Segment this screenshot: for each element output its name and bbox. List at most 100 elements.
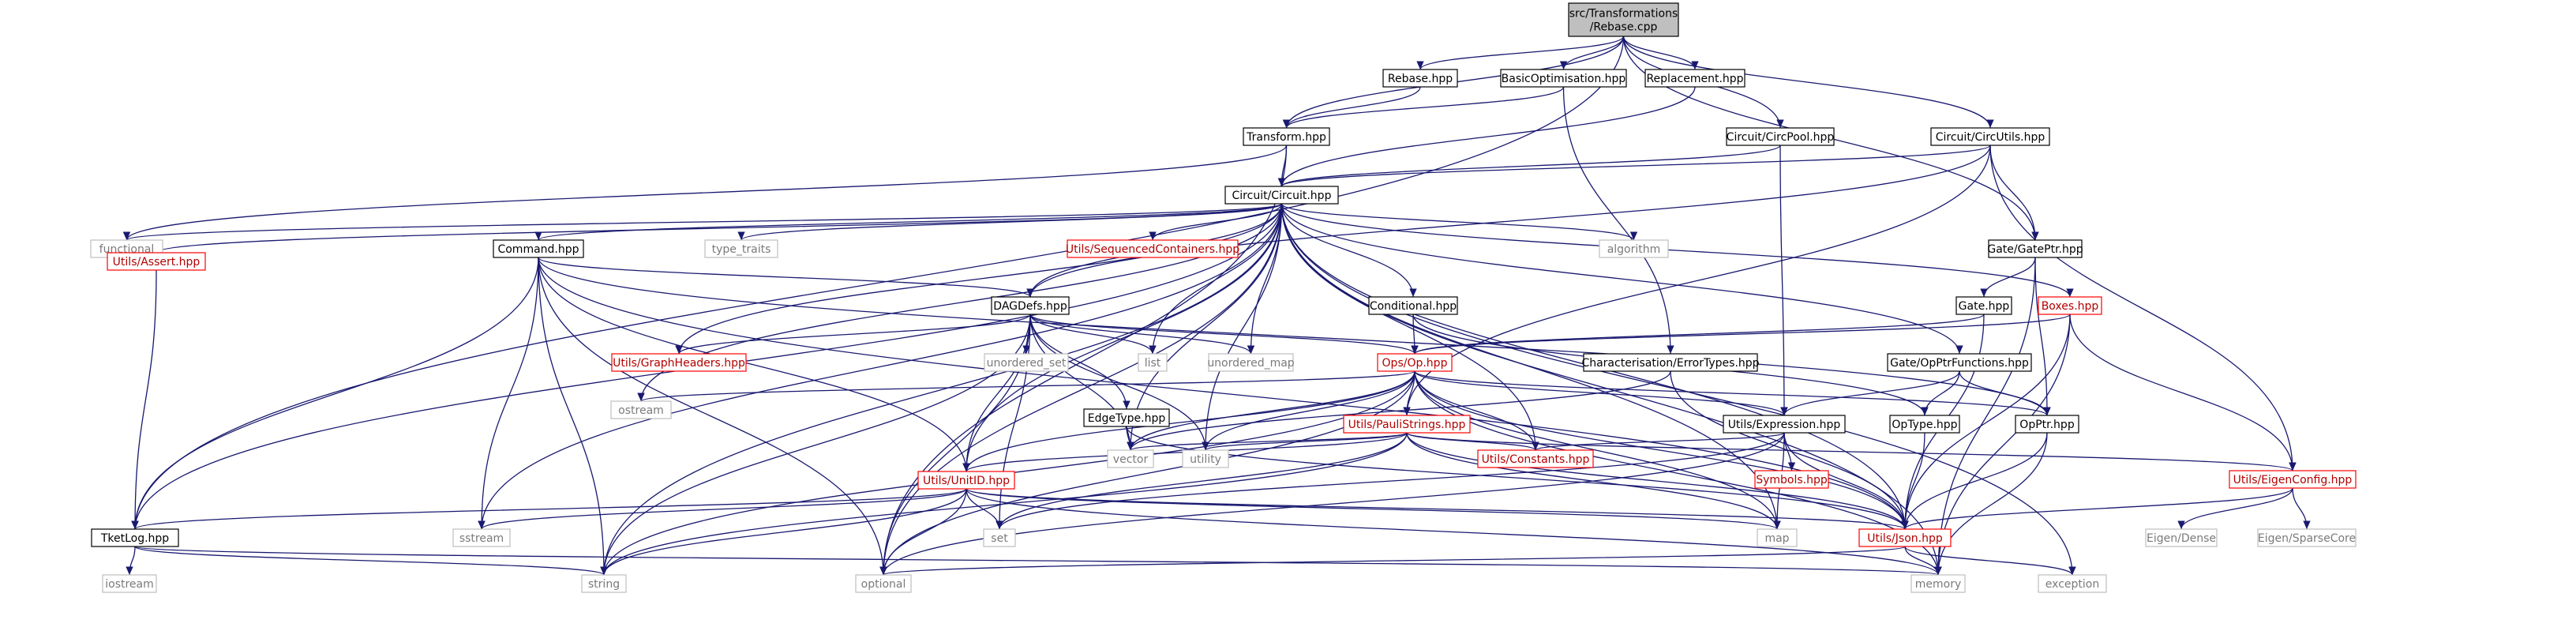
node-box <box>1889 415 1960 434</box>
node-circpool[interactable]: Circuit/CircPool.hpp <box>1726 127 1835 146</box>
node-root[interactable]: src/Transformations/Rebase.cpp <box>1568 2 1679 37</box>
edge-ops-to-json <box>1414 370 1909 530</box>
node-circuit[interactable]: Circuit/Circuit.hpp <box>1224 186 1339 205</box>
node-label: BasicOptimisation.hpp <box>1502 73 1626 85</box>
node-gateptr[interactable]: Gate/GatePtr.hpp <box>1987 239 2083 258</box>
node-unitid[interactable]: Utils/UnitID.hpp <box>917 471 1015 490</box>
node-opptrfunc[interactable]: Gate/OpPtrFunctions.hpp <box>1887 353 2032 372</box>
node-label: exception <box>2045 578 2099 591</box>
node-replacement[interactable]: Replacement.hpp <box>1644 69 1745 88</box>
node-label: Gate.hpp <box>1959 300 2010 313</box>
edge-paulistrings-to-set <box>996 432 1408 530</box>
node-assert[interactable]: Utils/Assert.hpp <box>107 252 206 271</box>
edge-dagdefs-to-graphheaders <box>675 314 1031 355</box>
node-expression[interactable]: Utils/Expression.hpp <box>1723 415 1846 434</box>
node-edgetype[interactable]: EdgeType.hpp <box>1083 408 1170 427</box>
node-paulistrings[interactable]: Utils/PauliStrings.hpp <box>1343 415 1471 434</box>
node-conditional[interactable]: Conditional.hpp <box>1368 296 1458 315</box>
edge-opptr-to-json <box>1901 432 2048 530</box>
edge-circuit-to-memory <box>1281 203 1942 576</box>
node-label: Utils/PauliStrings.hpp <box>1348 419 1466 431</box>
edge-circutils-to-dagdefs <box>1026 145 1991 298</box>
edge-json-to-memory <box>1904 546 1942 576</box>
edge-basicopt-to-transform <box>1282 86 1565 129</box>
node-iostream: iostream <box>102 574 157 593</box>
node-boxes[interactable]: Boxes.hpp <box>2038 296 2102 315</box>
node-label: Ops/Op.hpp <box>1382 357 1448 370</box>
node-box <box>91 528 179 547</box>
edge-ops-to-opptr <box>1414 370 2051 416</box>
edge-tketlog-to-memory <box>134 546 1941 576</box>
node-opptr[interactable]: OpPtr.hpp <box>2015 415 2079 434</box>
node-box <box>1988 239 2083 258</box>
node-label: OpPtr.hpp <box>2019 419 2075 431</box>
node-basicopt[interactable]: BasicOptimisation.hpp <box>1500 69 1627 88</box>
node-box <box>493 239 584 258</box>
node-eigen_sparse: Eigen/SparseCore <box>2257 528 2357 547</box>
node-list: list <box>1138 353 1168 372</box>
edge-transform-to-functional <box>123 145 1288 241</box>
edge-command-to-opptr <box>538 257 2051 416</box>
node-label: algorithm <box>1607 243 1661 256</box>
node-symbols[interactable]: Symbols.hpp <box>1754 470 1829 489</box>
edge-dagdefs-to-unitid <box>962 314 1031 472</box>
edge-json-to-optional <box>880 546 1906 576</box>
node-transform[interactable]: Transform.hpp <box>1243 127 1330 146</box>
node-label: type_traits <box>712 243 771 256</box>
node-graphheaders[interactable]: Utils/GraphHeaders.hpp <box>611 353 747 372</box>
edge-unitid-to-string <box>600 488 967 576</box>
node-tketlog[interactable]: TketLog.hpp <box>91 528 179 547</box>
node-label: string <box>588 578 620 591</box>
node-box <box>704 239 778 258</box>
edge-circuit-to-constants <box>1281 203 1539 451</box>
node-eigenconfig[interactable]: Utils/EigenConfig.hpp <box>2229 470 2357 489</box>
edge-circuit-to-command <box>534 203 1283 241</box>
node-optype[interactable]: OpType.hpp <box>1889 415 1960 434</box>
node-gate[interactable]: Gate.hpp <box>1955 296 2012 315</box>
edge-circuit-to-boxes <box>1281 203 2074 298</box>
edge-gateptr-to-opptr <box>2034 257 2051 416</box>
node-errortypes[interactable]: Characterisation/ErrorTypes.hpp <box>1581 353 1760 372</box>
node-algorithm: algorithm <box>1599 239 1669 258</box>
node-box <box>983 528 1016 547</box>
node-json[interactable]: Utils/Json.hpp <box>1858 528 1952 547</box>
edge-circutils-to-eigenconfig <box>1989 145 2297 471</box>
node-box <box>1224 186 1339 205</box>
node-box <box>1754 470 1829 489</box>
node-circutils[interactable]: Circuit/CircUtils.hpp <box>1930 127 2050 146</box>
edge-circpool-to-circuit <box>1278 145 1781 187</box>
node-rebase_hpp[interactable]: Rebase.hpp <box>1382 69 1458 88</box>
edge-tketlog-to-string <box>134 546 608 576</box>
edge-circpool-to-expression <box>1779 145 1788 416</box>
node-label: src/Transformations <box>1569 8 1678 21</box>
edge-layer <box>123 36 2311 576</box>
edge-unitid-to-tketlog <box>131 488 967 530</box>
node-constants[interactable]: Utils/Constants.hpp <box>1477 449 1594 468</box>
edge-paulistrings-to-utility <box>1202 432 1408 451</box>
node-seqcont[interactable]: Utils/SequencedContainers.hpp <box>1066 239 1239 258</box>
node-label: list <box>1145 357 1161 370</box>
edge-circuit-to-string <box>600 203 1283 576</box>
edge-command-to-dagdefs <box>538 257 1034 298</box>
edge-circuit-to-utility <box>1202 203 1283 451</box>
edge-root-to-circutils <box>1622 36 1994 129</box>
node-dagdefs[interactable]: DAGDefs.hpp <box>991 296 1070 315</box>
edge-circuit-to-vector <box>1127 203 1283 451</box>
node-box <box>1910 574 1966 593</box>
edge-circuit-to-graphheaders <box>675 203 1283 355</box>
node-box <box>2015 415 2079 434</box>
edge-circuit-to-sstream <box>478 203 1283 530</box>
node-label: sstream <box>459 532 504 545</box>
edge-circuit-to-unitid <box>962 203 1283 472</box>
node-box <box>611 353 747 372</box>
node-box <box>1377 353 1453 372</box>
node-box <box>1887 353 2032 372</box>
node-command[interactable]: Command.hpp <box>493 239 584 258</box>
node-box <box>2229 470 2357 489</box>
node-ops[interactable]: Ops/Op.hpp <box>1377 353 1453 372</box>
node-label: Utils/Json.hpp <box>1867 532 1943 545</box>
edge-command-to-tketlog <box>131 257 539 530</box>
edge-paulistrings-to-vector <box>1127 432 1408 451</box>
edge-opptrfunc-to-optype <box>1921 370 1960 416</box>
